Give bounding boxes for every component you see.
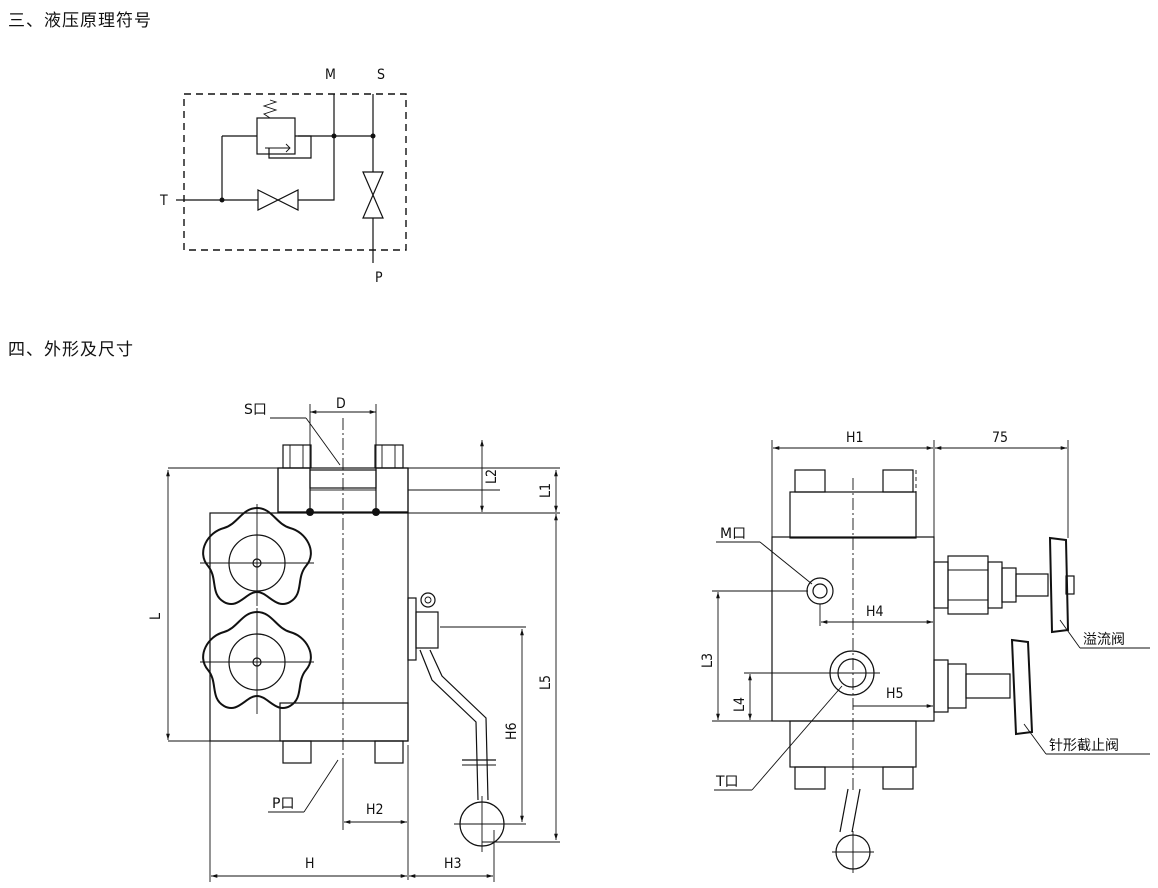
- port-m-label: M: [325, 67, 336, 83]
- needle-valve-symbol-vertical: [362, 171, 384, 219]
- port-s-label: S: [377, 67, 385, 83]
- s-port-label: S口: [244, 402, 267, 418]
- relief-valve-assembly: [933, 536, 1075, 634]
- needle-valve-assembly: [933, 638, 1034, 736]
- port-p-label: P: [375, 270, 383, 286]
- front-knob-upper: [200, 504, 314, 606]
- section-heading-symbol: 三、液压原理符号: [8, 11, 152, 31]
- dim-l-label: L: [148, 613, 164, 620]
- relief-valve-symbol: [222, 99, 312, 159]
- dim-l4-label: L4: [732, 697, 748, 712]
- dim-h4-label: H4: [866, 604, 884, 620]
- needle-valve-label: 针形截止阀: [1049, 738, 1119, 754]
- t-port-label: T口: [715, 774, 739, 790]
- m-port-label: M口: [720, 526, 746, 542]
- section-heading-dimensions: 四、外形及尺寸: [8, 340, 134, 360]
- relief-valve-label: 溢流阀: [1083, 632, 1125, 648]
- dim-h-label: H: [305, 856, 314, 872]
- dim-l2-label: L2: [484, 469, 500, 484]
- schematic-boundary: [183, 93, 407, 251]
- front-handle-lever: [407, 592, 510, 852]
- dim-h6-label: H6: [504, 723, 520, 741]
- port-t-label: T: [159, 193, 168, 209]
- dim-d-label: D: [336, 396, 346, 412]
- dim-75-label: 75: [992, 430, 1008, 446]
- dim-h2-label: H2: [366, 802, 384, 818]
- dim-l1-label: L1: [538, 483, 554, 498]
- dim-l5-label: L5: [538, 675, 554, 690]
- dim-l3-label: L3: [700, 653, 716, 668]
- hydraulic-schematic: M S T P: [159, 67, 407, 286]
- dim-h1-label: H1: [846, 430, 864, 446]
- dim-h5-label: H5: [886, 686, 904, 702]
- side-view: H1 75 M口 H4 L3 L4 H5 T口 溢流阀 针形截止阀: [700, 430, 1150, 873]
- front-view: D S口 L L2 L1 L5 H6 H2 P口 H H3: [148, 396, 560, 882]
- front-knob-lower: [200, 608, 314, 714]
- dim-h3-label: H3: [444, 856, 462, 872]
- p-port-label: P口: [272, 796, 294, 812]
- needle-valve-symbol-horizontal: [257, 189, 299, 211]
